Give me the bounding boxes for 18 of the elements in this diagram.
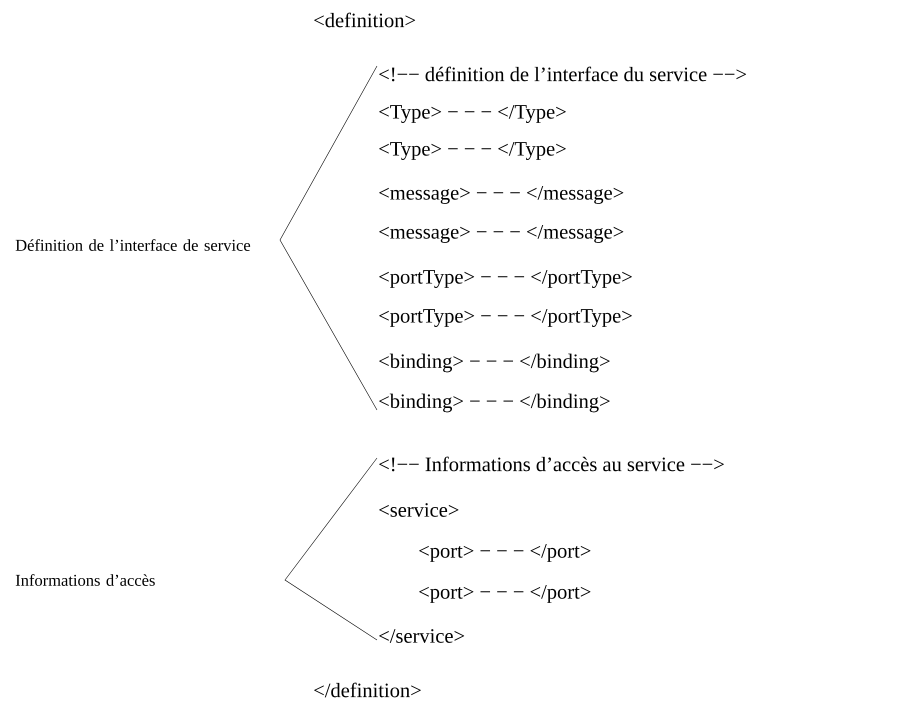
code-line: <Type> − − − </Type>	[379, 142, 566, 160]
code-line: <!−− définition de l’interface du service −−>	[379, 66, 746, 82]
code-line: <binding> − − − </binding>	[379, 354, 610, 372]
side-label: Définition de l’interface de service	[16, 239, 250, 251]
code-line: </definition>	[314, 682, 421, 698]
code-line: <service>	[379, 503, 458, 517]
code-line: <message> − − − </message>	[379, 186, 624, 204]
code-line: <binding> − − − </binding>	[379, 394, 610, 412]
code-line: </service>	[379, 629, 464, 643]
code-line: <portType> − − − </portType>	[379, 309, 632, 327]
code-line: <!−− Informations d’accès au service −−>	[379, 456, 724, 472]
code-line: <definition>	[314, 12, 416, 28]
code-line: <port> − − − </port>	[419, 544, 590, 562]
code-line: <Type> − − − </Type>	[379, 105, 566, 123]
code-line: <portType> − − − </portType>	[379, 270, 632, 288]
side-label: Informations d’accès	[16, 574, 155, 586]
code-line: <port> − − − </port>	[419, 585, 590, 603]
code-line: <message> − − − </message>	[379, 225, 624, 243]
